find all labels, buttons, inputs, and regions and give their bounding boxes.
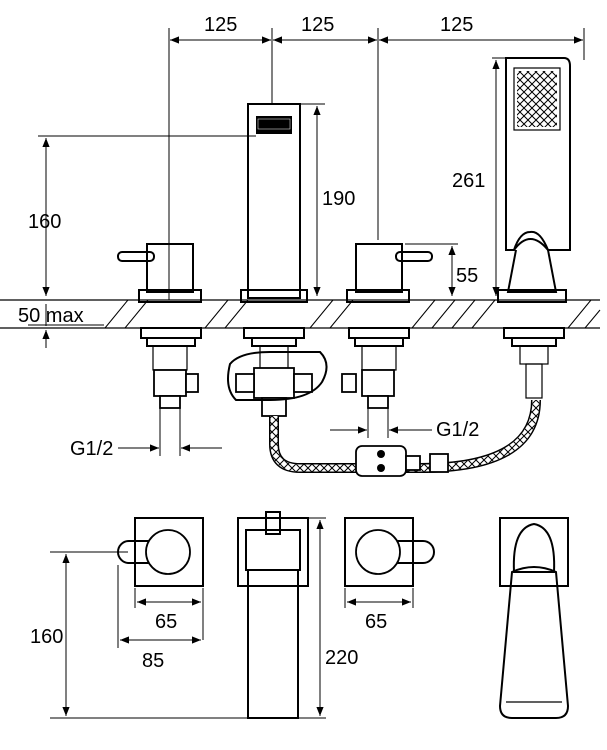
left-valve: [117, 243, 202, 303]
dim-width-3: 125: [440, 14, 473, 36]
right-valve: [346, 243, 433, 303]
deck-surface: [0, 299, 601, 329]
plan-view: 65 85 220 65: [30, 511, 570, 719]
dim-plan-depth: 160: [30, 626, 63, 648]
dim-handle-height: 55: [456, 265, 478, 287]
dim-width-1: 125: [204, 14, 237, 36]
spout: [240, 103, 308, 303]
dim-deck-thickness: 50 max: [18, 305, 84, 327]
plan-hand-shower: [498, 517, 570, 719]
dim-spout-height: 190: [322, 188, 355, 210]
plan-right-valve: [344, 517, 435, 587]
dim-plan-overall-left: 85: [142, 650, 164, 672]
plan-left-valve: [117, 517, 204, 587]
dim-plan-width-left: 65: [155, 611, 177, 633]
elevation-view: 125 125 125 190 55: [0, 14, 601, 477]
under-deck-plumbing: [140, 327, 565, 477]
dim-handshower-height: 261: [452, 170, 485, 192]
plan-spout: [237, 511, 309, 719]
dim-width-2: 125: [301, 14, 334, 36]
top-dimension-lines: [168, 28, 585, 300]
dim-spout-reach: 220: [325, 647, 358, 669]
dim-plan-width-right: 65: [365, 611, 387, 633]
dim-connection-right: G1/2: [436, 419, 479, 441]
dim-connection-left: G1/2: [70, 438, 113, 460]
hand-shower: [497, 57, 571, 303]
dim-valve-height: 160: [28, 211, 61, 233]
